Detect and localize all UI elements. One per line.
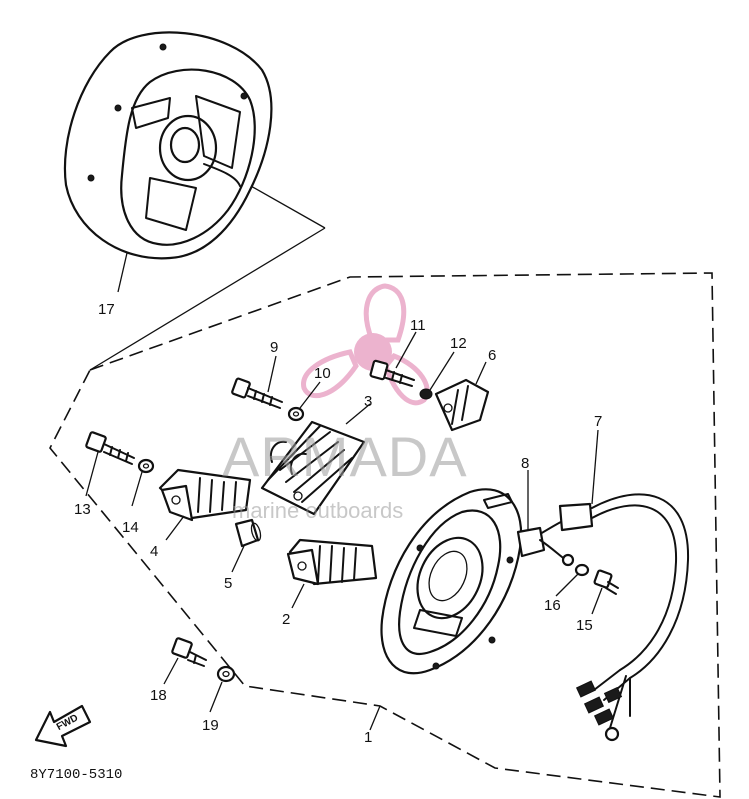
leader-2 xyxy=(291,583,305,609)
callout-11: 11 xyxy=(410,317,426,334)
leader-13 xyxy=(85,451,99,497)
wire-harness xyxy=(529,429,690,742)
leader-4 xyxy=(165,515,185,541)
washer-12 xyxy=(419,351,455,400)
washer-19 xyxy=(209,665,236,713)
callout-10: 10 xyxy=(314,365,331,382)
pulser-coil-4 xyxy=(158,468,252,541)
callout-5: 5 xyxy=(224,575,232,592)
leader-14 xyxy=(131,471,143,507)
bolt-11 xyxy=(369,331,417,387)
forward-arrow-icon: FWD xyxy=(34,704,92,748)
callout-14: 14 xyxy=(122,519,139,536)
stator-base-plate xyxy=(380,488,523,675)
leader-19 xyxy=(209,681,223,713)
callout-4: 4 xyxy=(150,543,158,560)
flywheel-leader-line-2 xyxy=(89,227,326,371)
screw-15 xyxy=(591,569,619,615)
leader-9 xyxy=(267,355,277,393)
bolt-13 xyxy=(85,431,135,497)
callout-1: 1 xyxy=(364,729,372,746)
wire-clamp xyxy=(516,470,575,567)
callout-8: 8 xyxy=(521,455,529,472)
leader-7 xyxy=(591,429,599,505)
callout-7: 7 xyxy=(594,413,602,430)
callout-18: 18 xyxy=(150,687,167,704)
assembly-outline xyxy=(49,272,721,798)
leader-6 xyxy=(475,361,487,385)
callout-15: 15 xyxy=(576,617,593,634)
callout-2: 2 xyxy=(282,611,290,628)
leader-5 xyxy=(231,545,245,573)
callout-12: 12 xyxy=(450,335,467,352)
bolt-9 xyxy=(231,355,283,409)
callout-19: 19 xyxy=(202,717,219,734)
flywheel xyxy=(63,31,273,260)
leader-11 xyxy=(395,331,417,369)
diagram-part-number: 8Y7100-5310 xyxy=(30,767,122,783)
leader-18 xyxy=(163,657,179,685)
leader-3 xyxy=(345,403,371,425)
screw-18 xyxy=(163,637,207,685)
leader-15 xyxy=(591,587,603,615)
callout-16: 16 xyxy=(544,597,561,614)
callout-13: 13 xyxy=(74,501,91,518)
lighting-coil-6 xyxy=(434,361,490,432)
washer-10 xyxy=(287,381,321,422)
washer-14 xyxy=(131,458,155,507)
leader-1 xyxy=(369,705,381,731)
leader-16 xyxy=(555,573,579,597)
washer-16 xyxy=(555,563,590,597)
pulser-coil-2 xyxy=(286,538,378,609)
watermark-tagline: marine outboards xyxy=(232,498,403,523)
leader-12 xyxy=(429,351,455,391)
callout-6: 6 xyxy=(488,347,496,364)
collar xyxy=(231,518,262,573)
watermark-brand: ARMADA xyxy=(222,425,468,488)
callout-9: 9 xyxy=(270,339,278,356)
charge-coil xyxy=(260,403,371,516)
callout-3: 3 xyxy=(364,393,372,410)
callout-17: 17 xyxy=(98,301,115,318)
leader-10 xyxy=(299,381,321,409)
